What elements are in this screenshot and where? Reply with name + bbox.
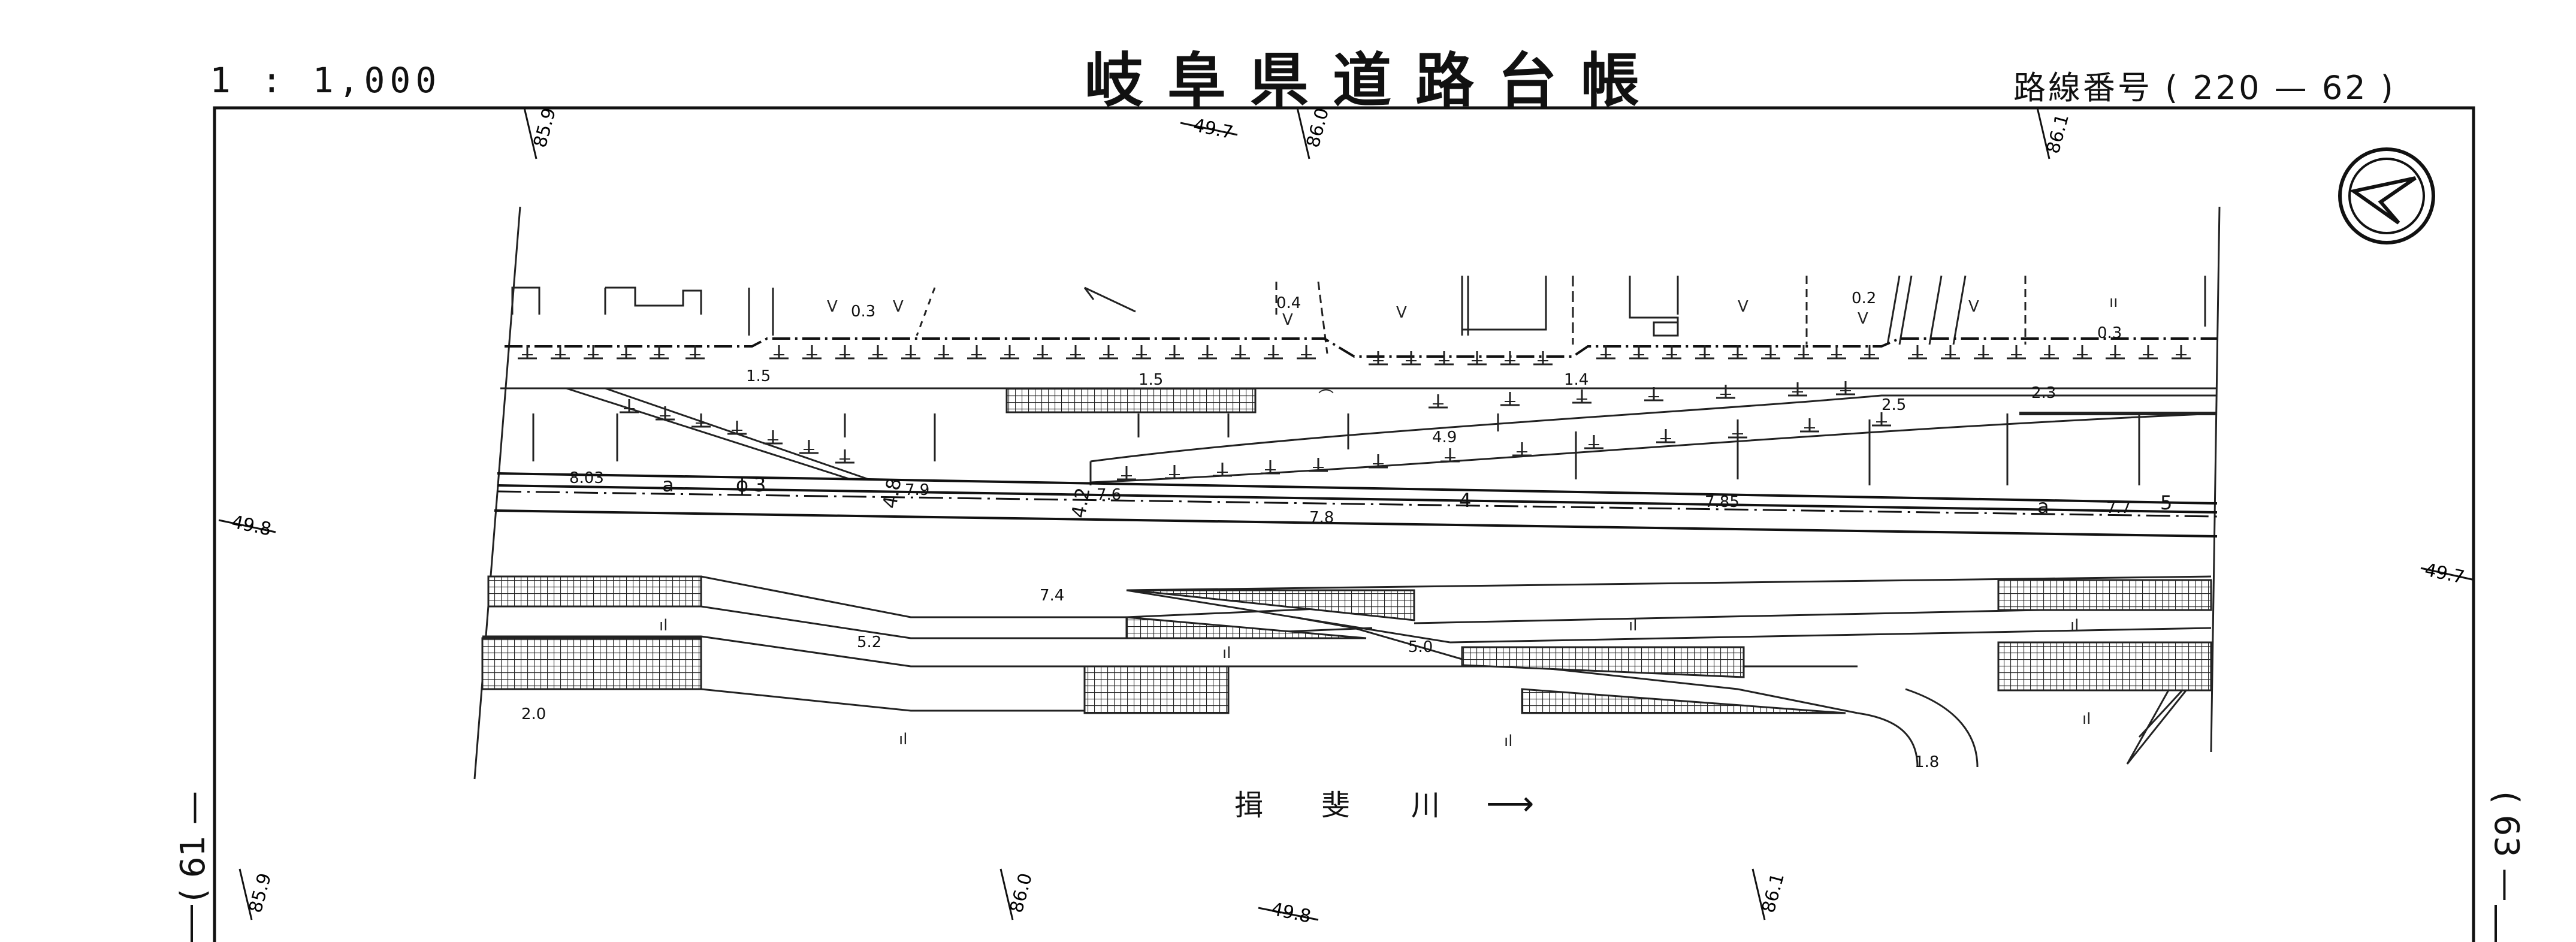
roadside-lots (511, 275, 2206, 354)
flow-arrow-icon: ⟶ (1486, 784, 1534, 823)
road-mark-4: 4 (1459, 489, 1471, 512)
section-left: 49.8 (229, 512, 273, 541)
v-mark-4: V (1738, 298, 1748, 316)
elev-7-9: 7.9 (905, 481, 929, 499)
road-edges (494, 472, 2218, 538)
section-top-4: 86.1 (2043, 111, 2073, 156)
section-top-1: 85.9 (530, 105, 560, 150)
elev-1-5-a: 1.5 (746, 367, 771, 385)
elev-1-5-b: 1.5 (1138, 371, 1163, 389)
road-edge-south (494, 509, 2218, 538)
road-edge-north (497, 472, 2218, 505)
v-mark-7: V (1858, 310, 1868, 328)
road-mark-phi: ϕ (736, 473, 748, 496)
elev-0-3-a: 0.3 (851, 303, 875, 321)
survey-boundary-right (2210, 206, 2221, 753)
field-mark-5: ıl (899, 730, 907, 748)
elev-7-85: 7.85 (1705, 493, 1740, 511)
v-mark-6: V (1282, 311, 1293, 329)
road-edge-north-2 (497, 484, 2218, 514)
field-mark-4: ıl (2070, 617, 2079, 635)
elev-2-0: 2.0 (521, 705, 546, 723)
north-arrow-icon (2338, 147, 2435, 244)
elev-2-3: 2.3 (2031, 384, 2056, 402)
section-bottom-1: 85.9 (245, 871, 276, 915)
route-open-paren: ( (2165, 69, 2181, 107)
route-main-number: 220 (2193, 69, 2262, 107)
elev-7-6: 7.6 (1097, 486, 1121, 504)
section-top-3: 86.0 (1303, 105, 1333, 150)
map-frame (213, 106, 2475, 942)
river-name-1: 揖 (1234, 789, 1263, 822)
section-top-2: 49.7 (1191, 115, 1235, 144)
field-mark-7: ıl (2082, 710, 2091, 728)
slope-hachures (532, 413, 2140, 485)
elev-1-4: 1.4 (1564, 371, 1589, 389)
section-bottom-3: 49.8 (1269, 899, 1313, 928)
route-label: 路線番号 (2013, 69, 2152, 107)
river-name-3: 川 (1411, 789, 1440, 822)
v-mark-2: V (893, 298, 904, 316)
survey-boundary-left (473, 206, 521, 780)
road-centerline (497, 490, 2218, 518)
hatched-paving-blocks (481, 575, 2212, 714)
elev-7-8: 7.8 (1309, 509, 1334, 527)
v-mark-1: V (827, 298, 838, 316)
double-bar-mark: ıı (2109, 293, 2118, 311)
road-mark-5: 5 (2160, 491, 2172, 514)
elev-5-2: 5.2 (857, 633, 881, 651)
road-mark-4-8: 4.8 (878, 476, 905, 511)
elev-0-2: 0.2 (1852, 289, 1876, 307)
elev-2-5: 2.5 (1882, 396, 1906, 414)
section-bottom-4: 86.1 (1758, 871, 1789, 915)
section-markers (218, 107, 2475, 921)
route-sub-number: 62 (2321, 69, 2368, 107)
field-mark-2: ıl (1222, 644, 1231, 662)
field-mark-6: ıl (1504, 732, 1512, 750)
elev-0-4: 0.4 (1276, 294, 1301, 312)
map-scale: 1 : 1,000 (210, 60, 442, 101)
route-close-paren: ) (2380, 69, 2396, 107)
river-name-2: 斐 (1321, 789, 1350, 822)
road-mark-a-1: a (662, 473, 674, 496)
route-number: 路線番号 ( 220 — 62 ) (2013, 61, 2396, 108)
elev-8-03: 8.03 (569, 469, 604, 487)
road-mark-4-2: 4.2 (1067, 486, 1094, 520)
parcel-boundary (505, 337, 2217, 358)
embankment-ticks-top (517, 344, 2192, 366)
field-mark-3: ıl (1629, 617, 1637, 635)
elev-4-9: 4.9 (1432, 428, 1457, 446)
slope-lines (566, 387, 2218, 485)
section-right: 49.7 (2423, 560, 2466, 588)
page-title: 岐阜県道路台帳 (1085, 46, 1664, 115)
elev-5-0: 5.0 (1408, 638, 1433, 656)
v-mark-3: V (1396, 304, 1407, 322)
road-mark-a-2: a (2037, 495, 2049, 518)
road-mark-3: 3 (754, 473, 766, 496)
adjacent-sheet-right: ( 63 — (2487, 791, 2526, 902)
paved-grid-top (1005, 387, 1257, 413)
curl-mark: ⌒ (1318, 389, 1334, 407)
section-bottom-2: 86.0 (1006, 871, 1037, 915)
v-mark-5: V (1968, 298, 1979, 316)
elev-1-8: 1.8 (1914, 753, 1939, 771)
elev-7-7: 7.7 (2106, 499, 2131, 517)
field-mark-1: ıl (659, 617, 668, 635)
route-dash: — (2274, 69, 2309, 107)
elev-7-4: 7.4 (1040, 587, 1064, 605)
elev-0-3-b: 0.3 (2097, 324, 2122, 342)
